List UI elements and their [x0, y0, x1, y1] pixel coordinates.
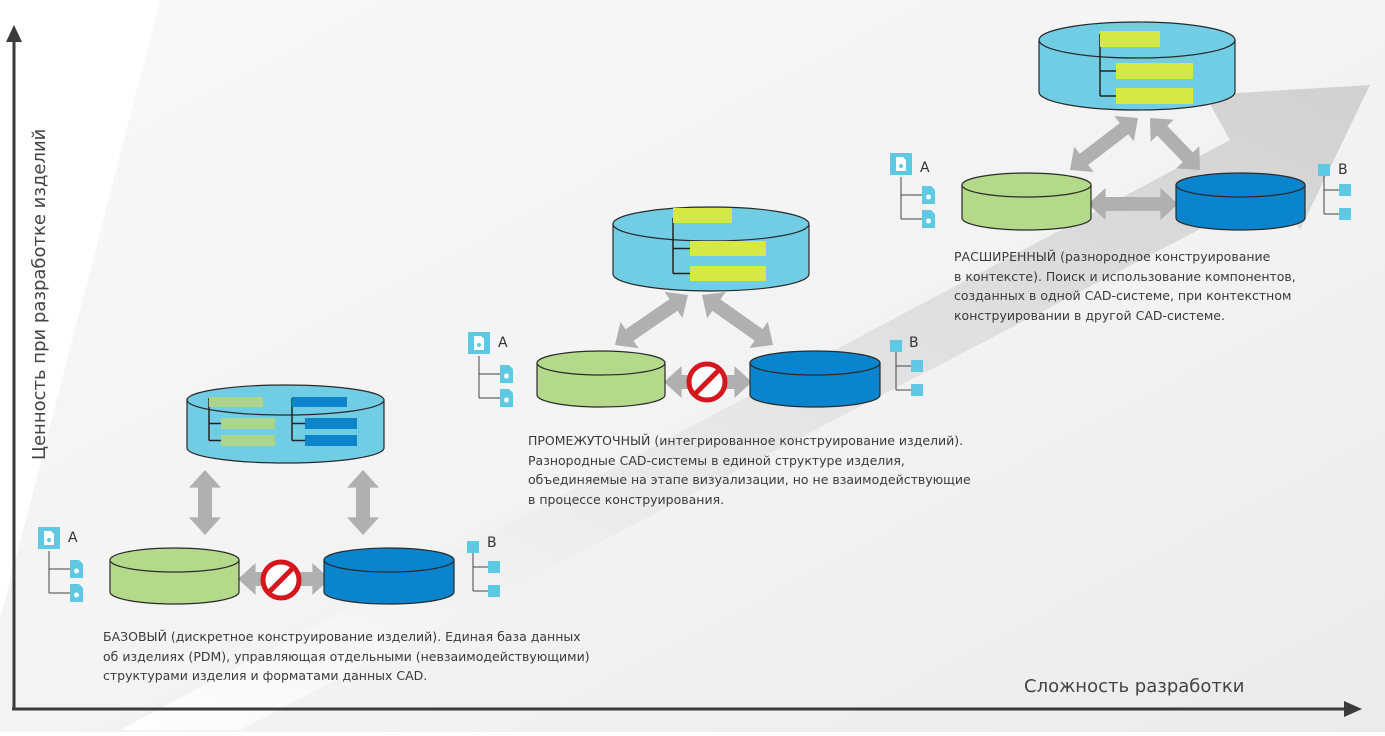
stage-intermediate-block-sign [686, 361, 728, 403]
x-axis-label: Сложность разработки [1024, 676, 1245, 697]
stage-intermediate-file-tree-a-child-dot [504, 373, 509, 379]
stage-intermediate-cad-b-db [749, 350, 881, 408]
stage-advanced-file-tree-a-child-dot [926, 194, 931, 200]
stage-intermediate-description: ПРОМЕЖУТОЧНЫЙ (интегрированное конструир… [528, 433, 971, 507]
stage-basic-description: БАЗОВЫЙ (дискретное конструирование изде… [103, 629, 590, 683]
stage-basic-block-sign-slash [266, 565, 296, 595]
stage-advanced-cad-a-db [961, 172, 1092, 231]
stage-basic-arrow-pdm-a [189, 470, 221, 535]
stage-advanced-pdm-tree [1099, 31, 1193, 104]
stage-basic-pdm-tree-b-bar [305, 435, 357, 446]
stage-advanced-arrow-pdm-b [1149, 117, 1200, 170]
stage-intermediate-pdm-tree [672, 208, 766, 281]
stage-intermediate-cad-a-db [536, 350, 666, 408]
stage-advanced-cad-a-db-top [961, 172, 1092, 198]
stage-basic-pdm-db-body [186, 399, 385, 464]
stage-basic-pdm-tree-b-bar [305, 418, 357, 429]
stage-basic-pdm-db [186, 384, 385, 464]
axes [6, 25, 1362, 717]
stage-intermediate-block-sign-slash [692, 367, 722, 397]
x-axis-arrowhead [1344, 701, 1362, 717]
stage-advanced-pdm-tree-bar [1116, 88, 1193, 104]
stage-intermediate-file-tree-b-root-icon [890, 340, 902, 352]
stage-basic-file-tree-b-child-icon [488, 561, 500, 573]
stage-intermediate-file-tree-b-child-icon [911, 360, 923, 372]
stage-basic-arrow-pdm-b [347, 470, 379, 535]
stage-basic-cad-b-db-top [323, 547, 455, 573]
stage-advanced-arrow-pdm-a [1070, 115, 1138, 173]
y-axis-label: Ценность при разработке изделий [29, 128, 50, 460]
stage-intermediate-file-tree-a-child-dot [504, 397, 509, 403]
stage-basic-pdm-tree-b-bar [292, 397, 347, 407]
stage-advanced-cad-b-db-top [1175, 172, 1306, 198]
stage-basic-cad-a-db [109, 547, 240, 605]
y-axis-arrowhead [6, 25, 22, 42]
stage-intermediate-arrow-pdm-a [615, 291, 688, 349]
stage-basic-file-tree-a [38, 527, 83, 602]
stage-basic-pdm-tree-a-bar [209, 397, 263, 407]
stage-intermediate-file-tree-a-root-dot [477, 343, 481, 347]
stage-advanced-file-tree-a-root-dot [899, 164, 903, 168]
stage-basic-pdm-tree-b [291, 397, 357, 446]
stage-advanced-cad-a-db-body [961, 184, 1092, 231]
stage-basic-pdm-db-top [186, 384, 385, 416]
stage-advanced-file-tree-a [890, 153, 935, 228]
stage-advanced-file-tree-b-child-icon [1339, 208, 1351, 220]
stage-intermediate-arrow-pdm-b [702, 292, 773, 348]
stage-intermediate-pdm-tree-bar [690, 266, 766, 281]
stage-advanced-pdm-tree-bar [1116, 63, 1193, 79]
stage-advanced-cad-b-db [1175, 172, 1306, 231]
stage-advanced-description: РАСШИРЕННЫЙ (разнородное конструирование… [954, 249, 1296, 323]
stage-basic-pdm-tree-a [208, 397, 275, 446]
stage-basic-file-tree-a-root-dot [47, 538, 51, 542]
stage-basic-label-b: B [487, 535, 497, 551]
stage-intermediate [468, 206, 923, 408]
stage-basic-file-tree-b [467, 541, 500, 597]
stage-intermediate-cad-b-db-top [749, 350, 881, 376]
stage-advanced-file-tree-b-root-icon [1318, 164, 1330, 176]
stage-basic [38, 384, 500, 605]
stage-basic-cad-a-db-top [109, 547, 240, 573]
stage-intermediate-file-tree-b [890, 340, 923, 396]
stage-advanced-file-tree-b-child-icon [1339, 184, 1351, 196]
stage-intermediate-cad-a-db-top [536, 350, 666, 376]
stage-basic-block-sign [260, 559, 302, 601]
stage-advanced-file-tree-b [1318, 164, 1351, 220]
stage-basic-file-tree-a-child-dot [74, 592, 79, 598]
stage-advanced-arrow-a-b [1088, 188, 1178, 220]
stage-advanced [890, 21, 1351, 231]
stage-intermediate-pdm-tree-bar [690, 241, 766, 256]
stage-basic-file-tree-b-root-icon [467, 541, 479, 553]
stage-intermediate-pdm-tree-bar [673, 208, 732, 223]
stage-advanced-cad-b-db-body [1175, 184, 1306, 231]
stage-intermediate-label-b: B [909, 335, 919, 351]
stage-basic-label-a: A [68, 530, 78, 546]
stage-advanced-label-b: B [1338, 162, 1348, 178]
stage-basic-file-tree-b-child-icon [488, 585, 500, 597]
stage-basic-file-tree-a-child-dot [74, 568, 79, 574]
stages [38, 21, 1351, 605]
stage-intermediate-label-a: A [498, 335, 508, 351]
stage-advanced-pdm-tree-bar [1100, 31, 1160, 47]
stage-advanced-file-tree-a-child-dot [926, 218, 931, 224]
stage-intermediate-file-tree-b-child-icon [911, 384, 923, 396]
stage-intermediate-file-tree-a [468, 332, 513, 407]
stage-basic-cad-b-db [323, 547, 455, 605]
stage-advanced-label-a: A [920, 160, 930, 176]
stage-basic-pdm-tree-a-bar [221, 435, 275, 446]
stage-basic-pdm-tree-a-bar [221, 418, 275, 429]
